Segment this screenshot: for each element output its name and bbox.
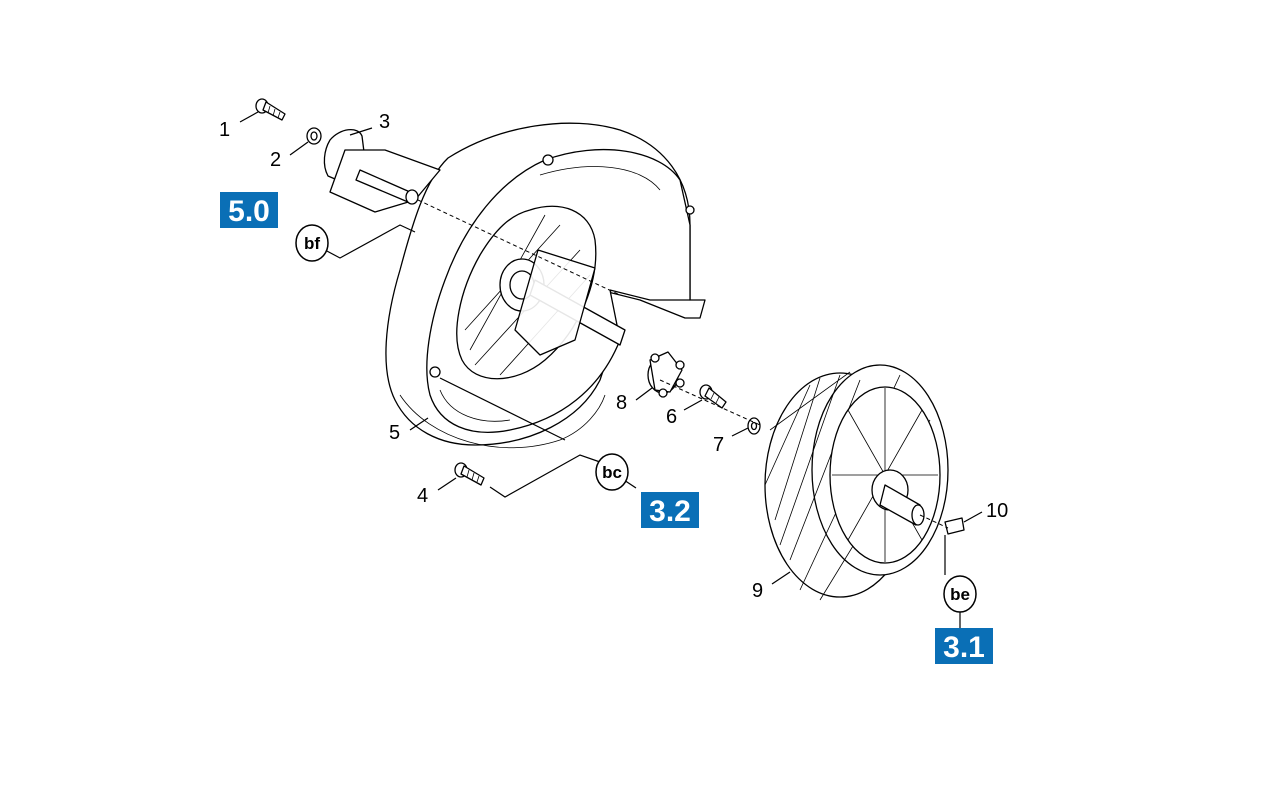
code-bc-label: bc [602, 463, 622, 482]
wheel-part-9 [764, 364, 949, 601]
callout-8: 8 [616, 392, 627, 414]
screw-part-1 [255, 98, 286, 121]
callout-2: 2 [270, 149, 281, 171]
screw-part-6 [699, 384, 727, 409]
callout-1: 1 [219, 119, 230, 141]
callout-5: 5 [389, 422, 400, 444]
code-bc: bc [595, 453, 629, 491]
leader-lines [239, 111, 983, 628]
callout-7: 7 [713, 434, 724, 456]
code-bf-label: bf [304, 234, 320, 253]
badge-5-0[interactable]: 5.0 [220, 192, 278, 228]
code-bf: bf [295, 224, 329, 262]
callout-10: 10 [986, 500, 1008, 522]
code-be-label: be [950, 585, 970, 604]
badge-3-1[interactable]: 3.1 [935, 628, 993, 664]
callout-9: 9 [752, 580, 763, 602]
washer-part-7 [747, 417, 761, 435]
code-be: be [943, 575, 977, 613]
screw-part-4 [454, 462, 485, 486]
badge-3-2[interactable]: 3.2 [641, 492, 699, 528]
hub-insert-part-8 [647, 351, 685, 398]
callout-6: 6 [666, 406, 677, 428]
badge-5-0-label: 5.0 [228, 195, 270, 228]
axle-bracket-part-3 [323, 129, 441, 213]
badge-3-1-label: 3.1 [943, 631, 985, 664]
badge-3-2-label: 3.2 [649, 495, 691, 528]
wheel-housing [385, 122, 706, 449]
cap-part-10 [944, 517, 965, 535]
callout-3: 3 [379, 111, 390, 133]
washer-part-2 [306, 127, 322, 145]
callout-4: 4 [417, 485, 428, 507]
